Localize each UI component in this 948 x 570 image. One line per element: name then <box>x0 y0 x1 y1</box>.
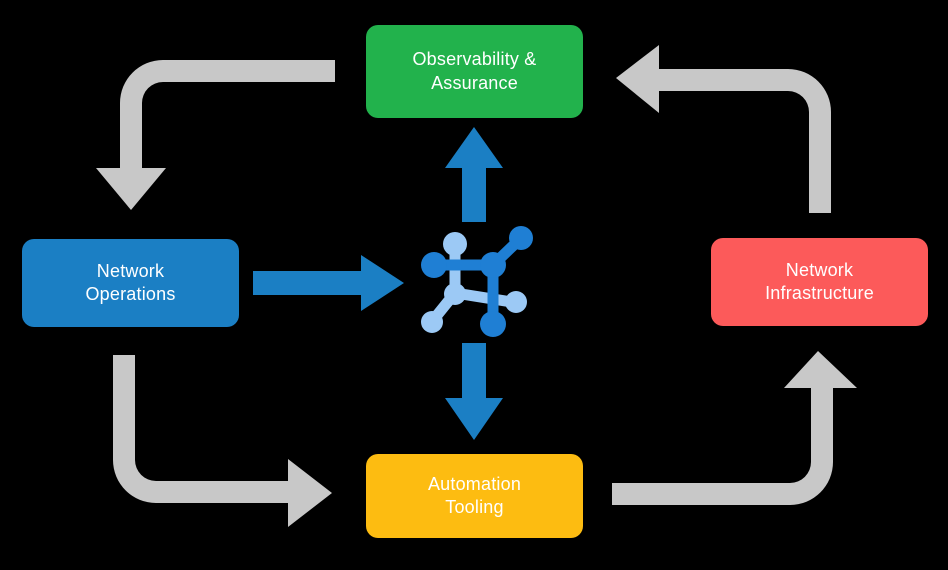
cycle-arrow-operations-to-automation <box>113 355 332 527</box>
node-automation-tooling[interactable]: Automation Tooling <box>366 454 583 538</box>
node-observability-label: Observability & Assurance <box>412 49 537 93</box>
node-network-operations[interactable]: Network Operations <box>22 239 239 327</box>
cycle-arrow-infrastructure-to-observability <box>616 45 831 213</box>
center-arrow-down <box>445 343 503 440</box>
node-automation-label: Automation Tooling <box>427 473 522 517</box>
topology-node-light-right <box>505 291 527 313</box>
topology-node-light-top <box>443 232 467 256</box>
center-arrow-up <box>445 127 503 222</box>
topology-node-light-bottomleft <box>421 311 443 333</box>
topology-node-dark-center <box>480 252 506 278</box>
node-network-infrastructure[interactable]: Network Infrastructure <box>711 238 928 326</box>
topology-node-dark-left <box>421 252 447 278</box>
node-infrastructure-label: Network Infrastructure <box>765 259 874 303</box>
network-topology-icon <box>421 226 533 337</box>
node-operations-label: Network Operations <box>85 260 176 304</box>
topology-node-dark-topright <box>509 226 533 250</box>
cycle-arrow-automation-to-infrastructure <box>612 351 857 505</box>
topology-node-light-mid <box>444 283 466 305</box>
topology-node-dark-bottom <box>480 311 506 337</box>
cycle-arrow-observability-to-operations <box>96 60 335 210</box>
center-arrow-left-to-center <box>253 255 404 311</box>
node-observability-and-assurance[interactable]: Observability & Assurance <box>366 25 583 118</box>
